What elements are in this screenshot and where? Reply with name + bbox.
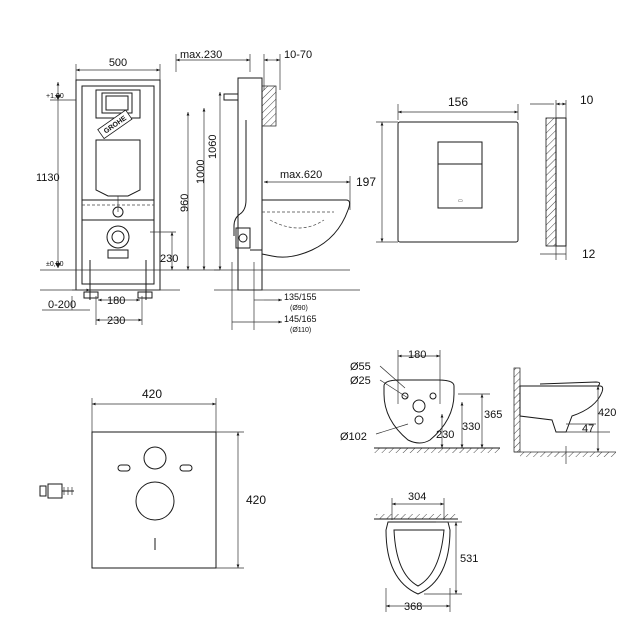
bowl-height-47-label: 47 [582, 423, 594, 435]
bowl-top-view: 304 531 368 [374, 491, 478, 613]
top-level-mark: +1,00 [46, 93, 64, 100]
offset-a-pipe-label: (Ø90) [290, 305, 308, 312]
bowl-height-330-label: 330 [462, 421, 480, 433]
height-1000-label: 1000 [195, 160, 207, 184]
sound-insulation-pad: 420 420 [39, 387, 266, 569]
plate-height-label: 197 [356, 175, 376, 189]
bolt-icon [39, 483, 74, 499]
bowl-length-label: 531 [460, 553, 478, 565]
bowl-height-420-label: 420 [598, 407, 616, 419]
offset-b-pipe-label: (Ø110) [290, 327, 311, 334]
dia-102-label: Ø102 [340, 431, 367, 443]
flush-plate-front: 156 ▭ 197 [356, 95, 519, 243]
bowl-reach-label: max.620 [280, 169, 322, 181]
plate-side-depth-label: 10 [580, 93, 594, 107]
bowl-side-view: 420 47 [513, 367, 616, 464]
plate-width-label: 156 [448, 95, 468, 109]
height-230-label: 230 [160, 253, 178, 265]
pad-outline [91, 431, 217, 569]
bowl-rear-view: 180 Ø55 Ø25 Ø102 365 330 230 [340, 349, 502, 453]
plate-outline [397, 121, 519, 243]
height-960-label: 960 [179, 194, 191, 212]
plate-logo-mark: ▭ [458, 198, 463, 204]
height-1060-label: 1060 [207, 135, 219, 159]
frame-height-label: 1130 [36, 172, 60, 184]
pad-width-label: 420 [142, 387, 162, 401]
bowl-top-outline [385, 521, 451, 595]
frame-side-view: max.230 10-70 1060 1000 960 230 max.620 [150, 49, 360, 334]
offset-b-label: 145/165 [284, 314, 317, 324]
bowl-side-outline [519, 385, 604, 433]
bowl-width-label: 368 [404, 601, 422, 613]
pad-height-label: 420 [246, 493, 266, 507]
anchor-spacing-label: 180 [107, 295, 125, 307]
dia-55-label: Ø55 [350, 361, 371, 373]
depth-max-label: max.230 [180, 49, 222, 61]
seat-width-label: 304 [408, 491, 426, 503]
grohe-logo: GROHE [97, 109, 133, 140]
bottom-width-label: 230 [107, 315, 125, 327]
flush-plate-side: 10 12 [530, 93, 596, 261]
bowl-height-365-label: 365 [484, 409, 502, 421]
floor-adjust-label: 0-200 [48, 299, 76, 311]
frame-width-label: 500 [109, 57, 127, 69]
bowl-height-230-label: 230 [436, 429, 454, 441]
offset-a-label: 135/155 [284, 292, 317, 302]
wall-adjust-label: 10-70 [284, 49, 312, 61]
bowl-spacing-label: 180 [408, 349, 426, 361]
frame-front-view: 500 GROHE 1130 [36, 57, 220, 327]
dia-25-label: Ø25 [350, 375, 371, 387]
bowl-rear-outline [383, 379, 455, 444]
plate-side-bottom-label: 12 [582, 247, 596, 261]
floor-level-mark: ±0,00 [46, 261, 64, 268]
